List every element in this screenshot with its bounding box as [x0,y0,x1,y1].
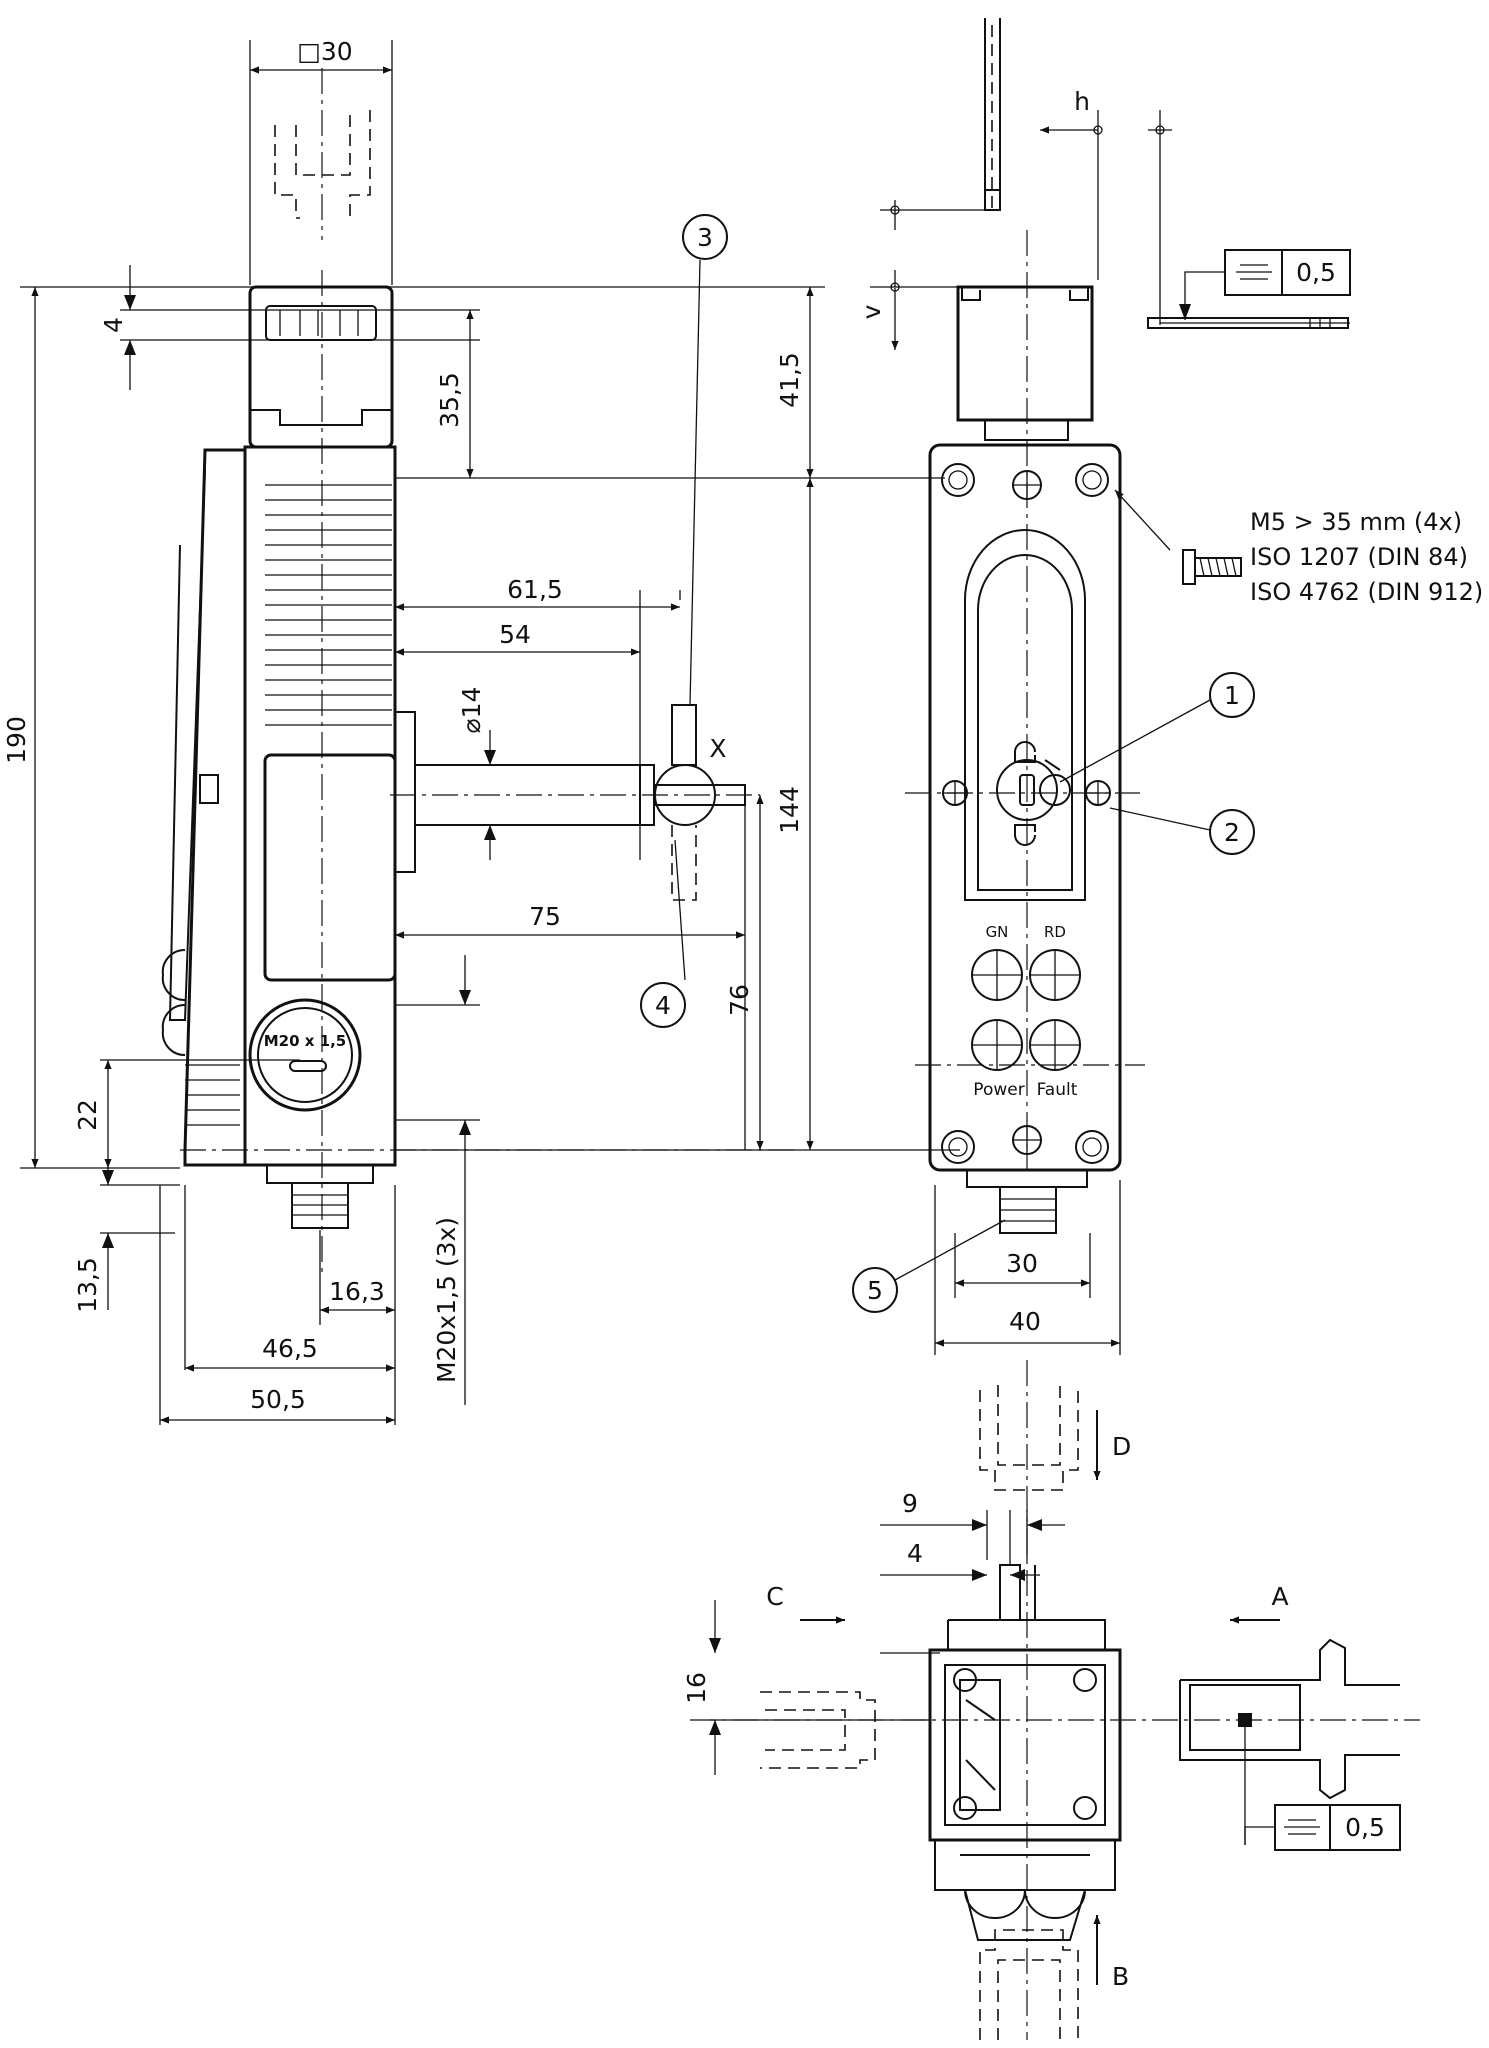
screw-note-3: ISO 4762 (DIN 912) [1250,578,1483,606]
tolerance-value-bottom: 0,5 [1345,1813,1385,1842]
actuator-front-top [984,18,1001,211]
direction-label-d: D [1112,1432,1131,1461]
dim-dia-14: ⌀14 [457,687,486,734]
dim-46-5: 46,5 [262,1334,318,1363]
dim-54: 54 [499,620,531,649]
dim-16: 16 [682,1672,711,1704]
dim-v: v [857,304,886,319]
front-view: GN RD Power Fault M5 > 35 mm (4x) ISO 12… [905,18,1483,1234]
callout-4: 4 [655,991,671,1020]
led-indicators: GN RD Power Fault [971,923,1081,1100]
direction-label-a: A [1271,1582,1288,1611]
callout-5: 5 [867,1276,883,1305]
switch-body-side: M20 x 1,5 [161,445,397,1229]
callouts: 3 4 1 2 5 X [640,214,1255,1313]
direction-label-c: C [766,1582,783,1611]
dim-190: 190 [2,716,31,764]
dim-9: 9 [902,1489,918,1518]
dim-75: 75 [529,902,561,931]
callout-2: 2 [1224,818,1240,847]
dim-144: 144 [775,786,804,834]
led-label-rd: RD [1044,923,1066,941]
callout-1: 1 [1224,681,1240,710]
direction-label-b: B [1112,1962,1129,1991]
dim-22: 22 [73,1099,102,1131]
dim-76: 76 [725,984,754,1016]
dim-61-5: 61,5 [507,575,563,604]
extension-lines [20,40,1121,1721]
dim-40: 40 [1009,1307,1041,1336]
dim-35-5: 35,5 [435,372,464,428]
dim-square-30: □30 [297,37,352,66]
screw-note-2: ISO 1207 (DIN 84) [1250,543,1468,571]
switch-head-side [248,285,394,449]
switch-head-front [956,285,1094,441]
gland-label: M20 x 1,5 [264,1032,347,1050]
dim-4-top: 4 [907,1539,923,1568]
dim-16-3: 16,3 [329,1277,385,1306]
dim-30: 30 [1006,1249,1038,1278]
dim-41-5: 41,5 [775,352,804,408]
tolerance-value-top: 0,5 [1296,258,1336,287]
dim-13-5: 13,5 [73,1257,102,1313]
parallelism-detail-top: 0,5 [1147,110,1351,329]
label-x: X [709,734,726,763]
screw-symbol [1182,549,1242,585]
screw-note-1: M5 > 35 mm (4x) [1250,508,1462,536]
switch-body-front: GN RD Power Fault [928,443,1122,1234]
actuator-side-top [274,68,371,240]
dimension-lines: □30 4 35,5 41,5 190 61,5 54 ⌀14 144 75 7… [2,37,1120,1775]
dim-m20-3x: M20x1,5 (3x) [432,1217,461,1383]
plunger-side [390,704,760,901]
top-view: 0,5 D B C A [690,1360,1420,2040]
dim-4: 4 [99,317,128,333]
led-label-power: Power [973,1080,1024,1100]
led-label-gn: GN [986,923,1009,941]
cooling-fins [265,484,392,726]
dim-50-5: 50,5 [250,1385,306,1414]
led-label-fault: Fault [1037,1080,1078,1100]
callout-3: 3 [697,223,713,252]
dim-h: h [1074,87,1090,116]
